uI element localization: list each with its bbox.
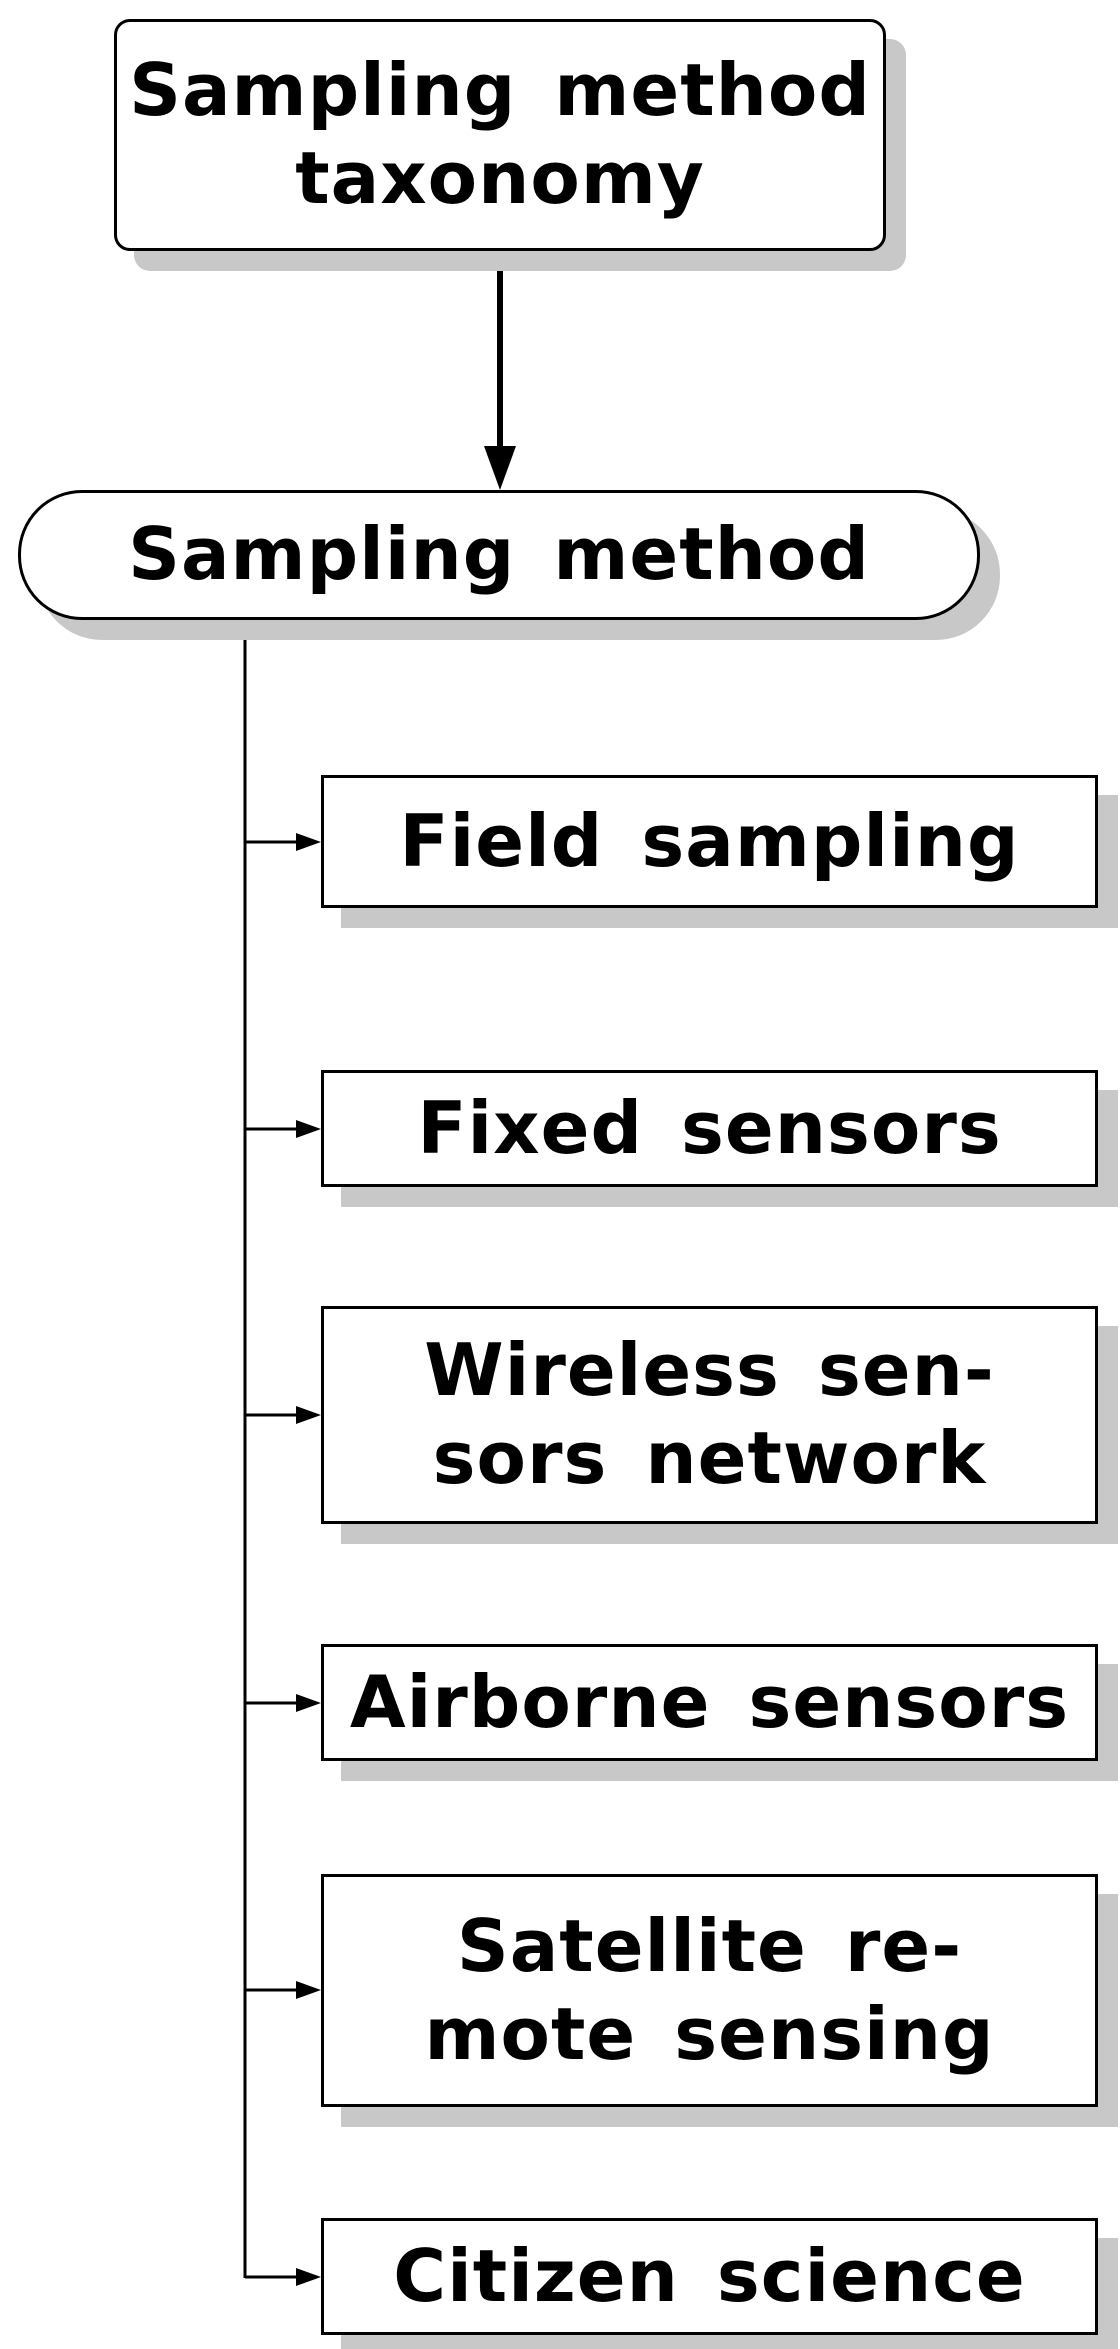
taxonomy-root-label: Sampling method taxonomy (129, 48, 871, 220)
child-node-label: Satellite re- mote sensing (424, 1903, 995, 2076)
child-node-label: Field sampling (399, 798, 1020, 883)
branch-arrowhead-2 (296, 1406, 321, 1424)
child-node-label: Fixed sensors (417, 1085, 1002, 1170)
child-node-label: Airborne sensors (349, 1659, 1070, 1744)
branch-arrowhead-4 (296, 1981, 321, 1999)
branch-arrowhead-3 (296, 1694, 321, 1712)
branch-arrowhead-0 (296, 833, 321, 851)
child-node-label: Citizen science (393, 2233, 1026, 2318)
child-node-label: Wireless sen- sors network (424, 1328, 995, 1500)
branch-arrowhead-1 (296, 1120, 321, 1138)
child-node-citizen-science: Citizen science (321, 2218, 1098, 2335)
child-node-satellite-remote-sensing: Satellite re- mote sensing (321, 1874, 1098, 2107)
branch-arrowhead-5 (296, 2268, 321, 2286)
sampling-method-label: Sampling method (128, 512, 870, 597)
child-node-wireless-sensors-network: Wireless sen- sors network (321, 1306, 1098, 1524)
child-node-fixed-sensors: Fixed sensors (321, 1070, 1098, 1187)
sampling-method-node: Sampling method (18, 490, 980, 620)
taxonomy-root-node: Sampling method taxonomy (114, 19, 886, 251)
child-node-field-sampling: Field sampling (321, 775, 1098, 908)
child-node-airborne-sensors: Airborne sensors (321, 1644, 1098, 1761)
root-to-method-arrowhead (484, 446, 516, 490)
